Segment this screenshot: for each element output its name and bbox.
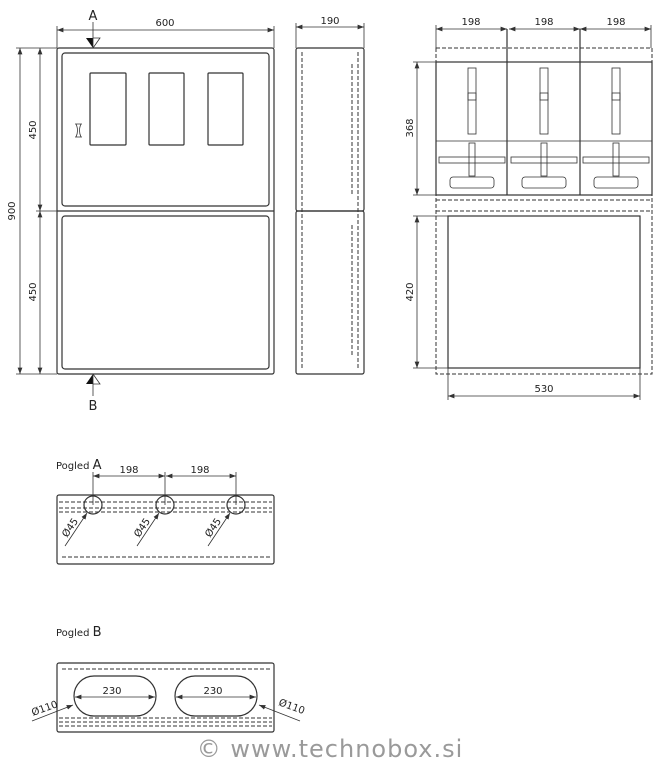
section-arrow-a: [86, 38, 93, 48]
total-height-dimension: 900: [7, 201, 18, 220]
meter-module: [582, 67, 650, 189]
side-view: 190: [295, 16, 365, 375]
upper-door: [61, 52, 270, 207]
section-label-a: A: [89, 9, 98, 24]
meter-window: [89, 72, 127, 146]
upper-height-dimension: 450: [28, 120, 39, 139]
view-b-title: Pogled B: [56, 625, 102, 640]
lower-height-dimension: 450: [28, 282, 39, 301]
slot-length-1: 230: [102, 686, 121, 697]
depth-dimension: 190: [320, 16, 339, 27]
hole-spacing-1: 198: [119, 465, 138, 476]
watermark: © www.technobox.si: [197, 735, 464, 763]
slot-length-2: 230: [203, 686, 222, 697]
lower-height-dimension: 420: [405, 282, 416, 301]
lower-mounting-plate: [447, 215, 641, 369]
lock-icon: [75, 123, 82, 138]
hole-spacing-2: 198: [190, 465, 209, 476]
internal-view: 198 198 198 368 420 530: [405, 17, 653, 400]
view-b: Pogled B 230 230 Ø110 Ø110: [30, 625, 306, 733]
front-view: 600 900 450 450 A B: [7, 9, 275, 414]
view-a: Pogled A 198 198 Ø45 Ø45 Ø45: [56, 458, 275, 565]
module-width-2: 198: [534, 17, 553, 28]
hole-diameter-2: Ø45: [132, 516, 153, 540]
width-dimension: 600: [155, 18, 174, 29]
meter-window: [148, 72, 185, 146]
lower-width-dimension: 530: [534, 384, 553, 395]
hole-diameter-1: Ø45: [60, 516, 81, 540]
module-width-1: 198: [461, 17, 480, 28]
section-label-b: B: [89, 399, 98, 414]
module-height-dimension: 368: [405, 118, 416, 137]
cable-slot: [174, 675, 258, 717]
meter-module: [510, 67, 578, 189]
meter-window: [207, 72, 244, 146]
lower-door: [61, 215, 270, 370]
view-a-title: Pogled A: [56, 458, 102, 473]
section-arrow-b: [86, 374, 93, 384]
cable-slot: [73, 675, 157, 717]
meter-module: [438, 67, 506, 189]
module-width-3: 198: [606, 17, 625, 28]
hole-diameter-3: Ø45: [203, 516, 224, 540]
